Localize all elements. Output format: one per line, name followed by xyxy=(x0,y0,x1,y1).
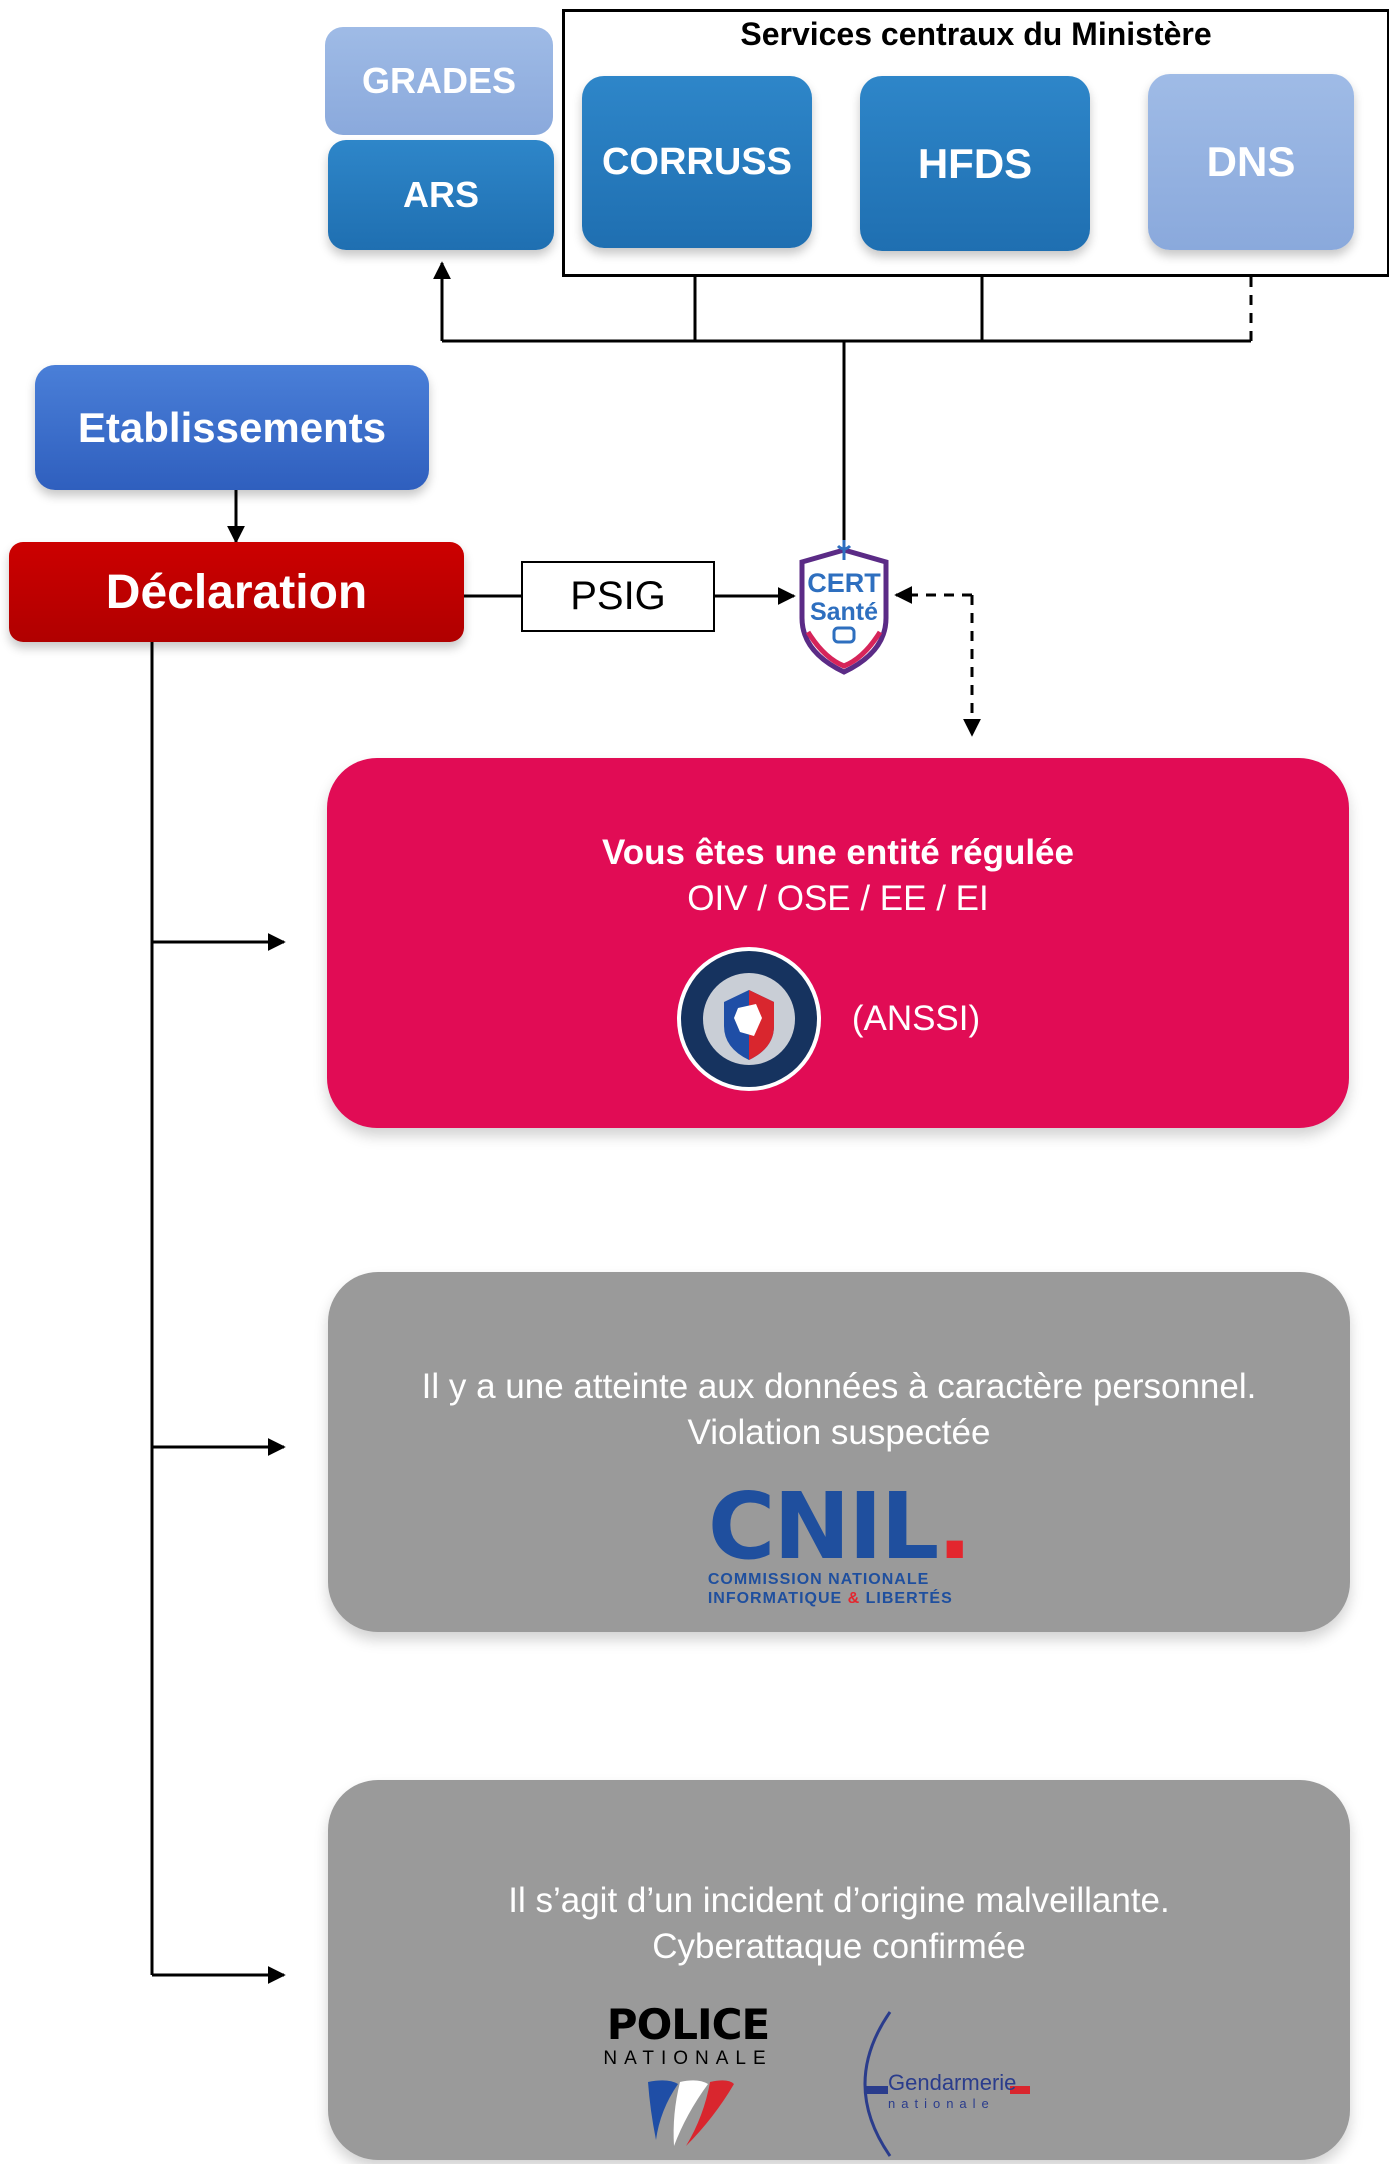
grades-tile: GRADES xyxy=(325,27,553,135)
declaration-tile: Déclaration xyxy=(9,542,464,642)
gendarmerie-arc-icon xyxy=(863,2011,1030,2157)
ars-tile: ARS xyxy=(328,140,554,250)
anssi-logo xyxy=(676,947,821,1091)
police-word: POLICE xyxy=(606,2000,770,2049)
police-panel: Il s’agit d’un incident d’origine malvei… xyxy=(328,1780,1350,2160)
corruss-tile: CORRUSS xyxy=(582,76,812,248)
regulated-entity-panel: Vous êtes une entité régulée OIV / OSE /… xyxy=(327,758,1349,1128)
services-title: Services centraux du Ministère xyxy=(740,16,1212,52)
police-sub: NATIONALE xyxy=(603,2048,773,2069)
anssi-row: (ANSSI) xyxy=(666,944,980,1094)
cnil-logo-sub2a: INFORMATIQUE xyxy=(707,1590,848,1607)
cnil-logo-amp: & xyxy=(847,1590,861,1607)
regulated-title: Vous êtes une entité régulée xyxy=(602,833,1074,872)
cnil-logo-sub2b: LIBERTÉS xyxy=(860,1590,953,1607)
cnil-logo-sub1: COMMISSION NATIONALE xyxy=(707,1571,930,1588)
caduceus-icon xyxy=(836,540,852,560)
cert-shield-accent xyxy=(805,630,883,669)
etablissements-tile: Etablissements xyxy=(35,365,429,490)
anssi-label: (ANSSI) xyxy=(851,999,981,1038)
gendarmerie-word: Gendarmerie xyxy=(888,2070,1017,2095)
police-line1: Il s’agit d’un incident d’origine malvei… xyxy=(508,1881,1170,1920)
cnil-logo-word: CNIL xyxy=(707,1473,939,1580)
gendarmerie-logo: Gendarmerie nationale xyxy=(850,2004,1050,2164)
cnil-line1: Il y a une atteinte aux données à caract… xyxy=(421,1367,1257,1406)
police-nationale-logo: POLICE NATIONALE xyxy=(588,2004,788,2150)
gendarmerie-sub: nationale xyxy=(888,2096,995,2111)
cnil-logo: CNIL. COMMISSION NATIONALE INFORMATIQUE … xyxy=(707,1481,972,1608)
police-logos-row: POLICE NATIONALE Gendarmerie nationale xyxy=(588,2004,1050,2164)
cert-small-icon xyxy=(832,626,856,644)
cert-line1: CERT xyxy=(807,568,881,598)
regulated-subtitle: OIV / OSE / EE / EI xyxy=(687,879,989,918)
dns-tile: DNS xyxy=(1148,74,1354,250)
hfds-tile: HFDS xyxy=(860,76,1090,251)
cnil-logo-dot: . xyxy=(937,1473,972,1580)
psig-box: PSIG xyxy=(521,561,715,632)
cert-shield-shape xyxy=(799,547,889,675)
cnil-panel: Il y a une atteinte aux données à caract… xyxy=(328,1272,1350,1632)
cnil-line2: Violation suspectée xyxy=(687,1413,991,1452)
police-line2: Cyberattaque confirmée xyxy=(652,1927,1026,1966)
cert-line2: Santé xyxy=(810,598,878,626)
cert-sante-logo: CERT Santé xyxy=(799,540,889,675)
tricolor-flame-icon xyxy=(648,2080,734,2146)
